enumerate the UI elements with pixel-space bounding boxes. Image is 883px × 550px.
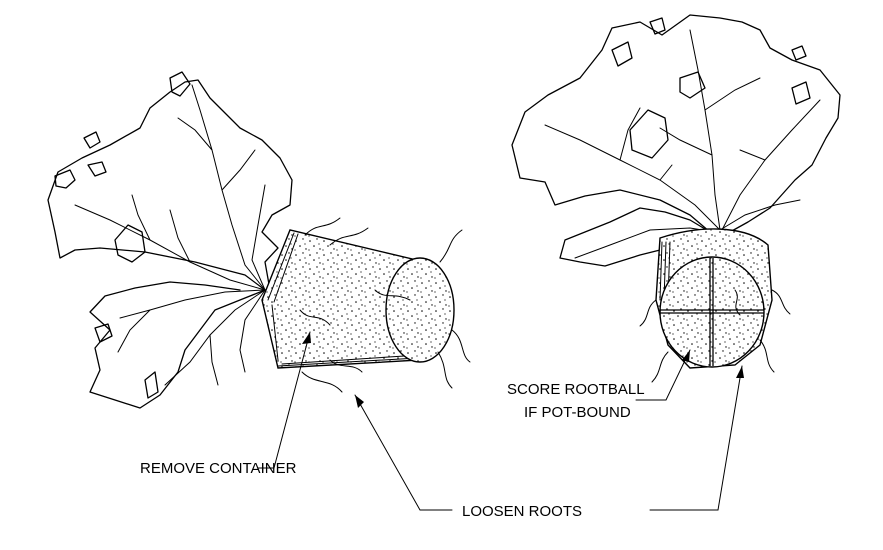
left-rootball bbox=[262, 218, 470, 392]
right-plant-leaves bbox=[512, 15, 840, 266]
loosen-roots-label: LOOSEN ROOTS bbox=[462, 503, 582, 520]
right-rootball bbox=[640, 229, 790, 382]
score-rootball-label-line2: IF POT-BOUND bbox=[524, 404, 631, 421]
left-plant-leaves bbox=[48, 72, 292, 408]
callout-loosen-roots-left bbox=[355, 395, 452, 510]
score-rootball-label-line1: SCORE ROOTBALL bbox=[507, 381, 645, 398]
remove-container-label: REMOVE CONTAINER bbox=[140, 460, 297, 477]
left-plant bbox=[48, 72, 470, 408]
right-plant bbox=[512, 15, 840, 382]
callout-loosen-roots-right bbox=[650, 366, 744, 510]
